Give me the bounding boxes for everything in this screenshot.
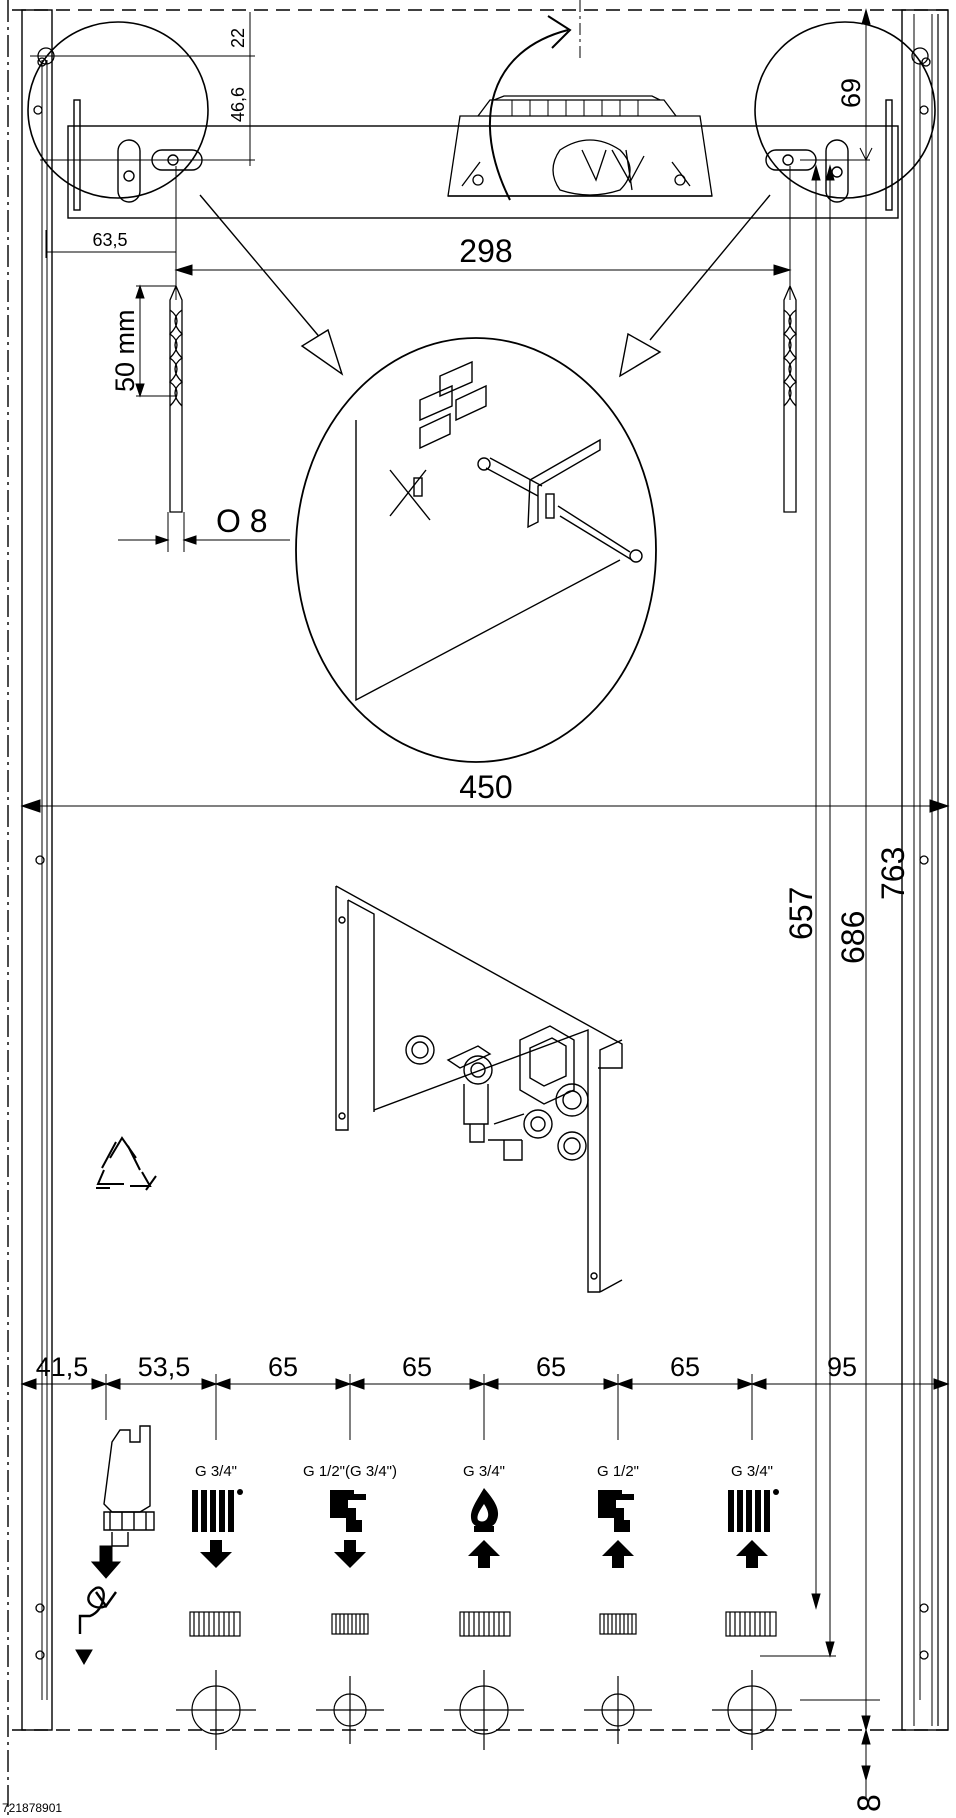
drawing-code-label: 721878901 xyxy=(2,1801,62,1815)
detail-circle-left xyxy=(27,21,209,199)
dim-hole-spacing xyxy=(174,166,792,300)
dim-63-5-label: 63,5 xyxy=(92,230,127,250)
pipe-section-icon xyxy=(316,1676,384,1744)
dim-drill-diameter xyxy=(118,512,290,552)
boiler-connection-view xyxy=(335,885,623,1293)
threaded-fitting-icon xyxy=(189,1611,241,1637)
dim-spacing-label: 65 xyxy=(536,1352,566,1382)
radiator-icon xyxy=(728,1489,779,1532)
dim-8-label: 8 xyxy=(851,1794,887,1812)
arrow-up-icon xyxy=(468,1540,500,1568)
pipe-section-icon xyxy=(712,1670,792,1750)
drain-valve-icon xyxy=(103,1425,155,1547)
boiler-top-view xyxy=(447,95,713,197)
recycle-icon xyxy=(96,1136,157,1191)
detail-pointer-arrows xyxy=(199,194,771,378)
connection-size-label: G 3/4" xyxy=(195,1463,237,1480)
detail-circle-right xyxy=(754,21,936,199)
connection-size-label: G 3/4" xyxy=(463,1463,505,1480)
dim-top-offset xyxy=(30,12,255,166)
wall-anchor-icon xyxy=(295,337,657,763)
tap-icon xyxy=(598,1490,634,1532)
dim-450-label: 450 xyxy=(459,769,512,805)
arrow-down-icon xyxy=(200,1540,232,1568)
drill-bit-icon xyxy=(168,284,184,513)
dim-drill-depth xyxy=(135,284,176,398)
drill-diameter-label: O 8 xyxy=(216,503,268,539)
dim-22-label: 22 xyxy=(228,28,248,48)
dim-69-label: 69 xyxy=(836,78,866,108)
connection-size-label: G 1/2" xyxy=(597,1463,639,1480)
dim-763-label: 763 xyxy=(875,847,911,900)
pipe-section-icon xyxy=(584,1676,652,1744)
tap-icon xyxy=(330,1490,366,1532)
dim-vertical-heights xyxy=(760,8,880,1732)
connection-column: G 1/2"(G 3/4") xyxy=(303,1463,397,1744)
threaded-fitting-icon xyxy=(331,1613,369,1635)
pipe-section-icon xyxy=(444,1670,524,1750)
dim-686-label: 686 xyxy=(835,911,871,964)
arrow-up-icon xyxy=(602,1540,634,1568)
dim-298-label: 298 xyxy=(459,233,512,269)
pipe-section-icon xyxy=(176,1670,256,1750)
dim-spacing-label: 53,5 xyxy=(138,1352,191,1382)
drain-arrow-icon xyxy=(75,1545,122,1666)
dim-spacing-label: 65 xyxy=(402,1352,432,1382)
dim-bottom-offset xyxy=(861,1728,871,1800)
dim-spacing-label: 41,5 xyxy=(36,1352,89,1382)
radiator-icon xyxy=(192,1489,243,1532)
threaded-fitting-icon xyxy=(459,1611,511,1637)
dim-connection-spacing xyxy=(20,1374,950,1440)
flue-arrow xyxy=(489,0,581,201)
dim-657-label: 657 xyxy=(783,887,819,940)
connection-size-label: G 3/4" xyxy=(731,1463,773,1480)
connection-column: G 3/4" xyxy=(712,1463,792,1750)
drill-depth-label: 50 mm xyxy=(110,309,140,392)
drill-bit-icon xyxy=(782,284,798,513)
dim-spacing-label: 65 xyxy=(670,1352,700,1382)
dim-total-width xyxy=(20,799,950,813)
dim-spacing-label: 65 xyxy=(268,1352,298,1382)
connection-column: G 3/4" xyxy=(444,1463,524,1750)
flame-icon xyxy=(470,1488,499,1532)
dim-left-hole xyxy=(45,166,177,258)
arrow-down-icon xyxy=(334,1540,366,1568)
connection-column: G 3/4" xyxy=(176,1463,256,1750)
boiler-bracket-icon xyxy=(67,99,899,219)
threaded-fitting-icon xyxy=(725,1611,777,1637)
connection-size-label: G 1/2"(G 3/4") xyxy=(303,1463,397,1480)
dim-46-6-label: 46,6 xyxy=(228,87,248,122)
threaded-fitting-icon xyxy=(599,1613,637,1635)
frame-holes xyxy=(33,47,931,1660)
template-frame xyxy=(7,0,949,1818)
arrow-up-icon xyxy=(736,1540,768,1568)
connection-column: G 1/2" xyxy=(584,1463,652,1744)
dim-spacing-label: 95 xyxy=(827,1352,857,1382)
